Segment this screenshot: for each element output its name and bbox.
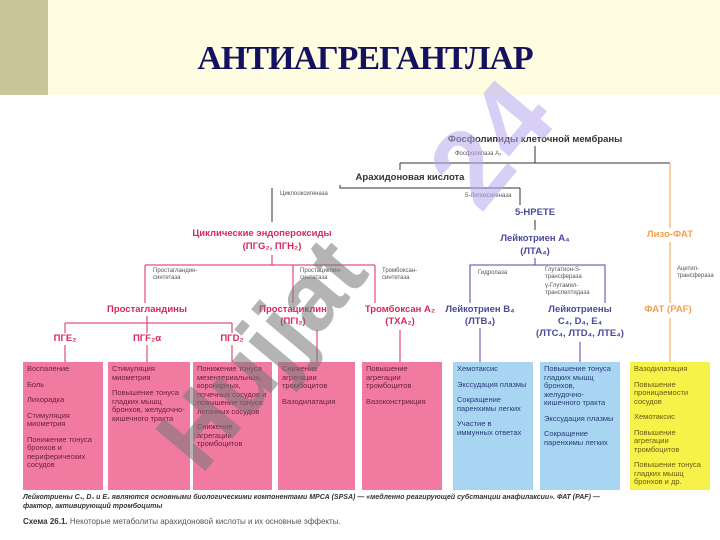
endoperoxides-sub: (ПГG₂, ПГH₂) bbox=[242, 241, 302, 252]
prostacyclin-node: Простациклин bbox=[259, 304, 327, 315]
effect-item: Снижение агрегации тромбоцитов bbox=[197, 422, 243, 448]
endoperoxides-node: Циклические эндопероксиды bbox=[192, 228, 332, 239]
effect-item: Экссудация плазмы bbox=[457, 379, 527, 389]
ltb4-sub: (ЛТВ₄) bbox=[464, 316, 496, 327]
glutamyl-label: γ-Глутамил-транспептидаза bbox=[545, 283, 590, 296]
ltc-sub1: C₄, D₄, E₄ bbox=[557, 316, 603, 327]
acetyltransferase-label: Ацетил-трансфераза bbox=[677, 266, 714, 279]
ltc-sub2: (ЛТС₄, ЛТD₄, ЛТЕ₄) bbox=[536, 328, 624, 339]
effect-item: Вазоконстрикция bbox=[366, 396, 426, 406]
effect-item: Повышение тонуса гладких мышц бронхов, ж… bbox=[544, 364, 611, 407]
effect-item: Стимуляция миометрия bbox=[27, 410, 70, 428]
effect-item: Повышение проницаемости сосудов bbox=[634, 379, 689, 406]
effect-item: Экссудация плазмы bbox=[544, 413, 614, 423]
effect-item: Боль bbox=[27, 379, 45, 389]
accent-block bbox=[0, 0, 48, 95]
pgf2a-node: ПГF₂α bbox=[132, 333, 162, 344]
effect-item: Понижение тонуса мезентериальных, корона… bbox=[197, 364, 267, 416]
ltc-node: Лейкотриены bbox=[548, 304, 612, 315]
hpete-node: 5-HPETE bbox=[514, 207, 556, 218]
effect-item: Хемотаксис bbox=[634, 412, 675, 421]
effect-item: Повышение агрегации тромбоцитов bbox=[634, 427, 680, 454]
pg-synthetase-label: Простагландин-синтетаза bbox=[153, 268, 198, 281]
ltb4-node: Лейкотриен B₄ bbox=[445, 304, 515, 315]
cyclooxygenase-label: Циклооксигеназа bbox=[280, 191, 328, 197]
effect-item: Сокращение паренхимы легких bbox=[457, 395, 521, 413]
glutathione-label: Глутатион-S-трансфераза bbox=[545, 267, 582, 280]
effects-box: Повышение тонуса гладких мышц бронхов, ж… bbox=[540, 362, 620, 490]
pgi-synthetase-label: Простациклин-синтетаза bbox=[300, 268, 342, 281]
effects-box: Понижение тонуса мезентериальных, корона… bbox=[193, 362, 272, 490]
thromboxane-sub: (TXA₂) bbox=[385, 316, 415, 327]
lyso-paf-node: Лизо-ФАТ bbox=[646, 229, 694, 240]
caption: Схема 26.1. Некоторые метаболиты арахидо… bbox=[23, 517, 341, 526]
effect-item: Повышение агрегации тромбоцитов bbox=[366, 364, 412, 390]
effect-item: Стимуляция миометрия bbox=[112, 364, 155, 382]
pge2-node: ПГE₂ bbox=[53, 333, 77, 344]
lipoxygenase-label: 5-Липоксигеназа bbox=[465, 193, 512, 199]
tx-synthetase-label: Тромбоксан-синтетаза bbox=[382, 268, 418, 281]
phospholipids-node: Фосфолипиды клеточной мембраны bbox=[447, 134, 623, 145]
arachidonic-acid-node: Арахидоновая кислота bbox=[355, 172, 465, 183]
caption-text: Некоторые метаболиты арахидоновой кислот… bbox=[69, 517, 341, 526]
effect-item: Сокращение паренхимы легких bbox=[544, 429, 608, 447]
footnote: Лейкотриены C₄, D₄ и E₄ являются основны… bbox=[23, 493, 600, 511]
effect-item: Участие в иммунных ответах bbox=[457, 419, 522, 437]
lta4-sub: (ЛТА₄) bbox=[520, 246, 550, 257]
effect-item: Вазодилатация bbox=[282, 396, 336, 406]
caption-label: Схема 26.1. bbox=[23, 517, 68, 526]
phospholipase-label: Фосфолипаза A₂ bbox=[455, 151, 502, 157]
slide-title: АНТИАГРЕГАНТЛАР bbox=[197, 40, 533, 77]
effect-item: Хемотаксис bbox=[457, 364, 498, 373]
effect-item: Воспаление bbox=[27, 364, 70, 373]
effect-item: Снижение агрегации тромбоцитов bbox=[282, 364, 328, 390]
footnote-line-2: фактор, активирующий тромбоциты bbox=[23, 503, 163, 510]
effect-item: Лихорадка bbox=[27, 395, 65, 404]
effect-item: Понижение тонуса бронхов и периферически… bbox=[27, 434, 92, 469]
effect-item: Повышение тонуса гладких мышц бронхов, ж… bbox=[112, 388, 185, 423]
lta4-node: Лейкотриен A₄ bbox=[500, 233, 570, 244]
prostaglandins-node: Простагландины bbox=[106, 304, 188, 315]
footnote-line-1: Лейкотриены C₄, D₄ и E₄ являются основны… bbox=[23, 494, 600, 501]
header-band bbox=[0, 0, 720, 95]
effect-item: Вазодилатация bbox=[634, 364, 688, 373]
pgd2-node: ПГD₂ bbox=[220, 333, 244, 344]
paf-node: ФАТ (PAF) bbox=[644, 304, 692, 315]
hydrolase-label: Гидролаза bbox=[478, 270, 508, 276]
thromboxane-node: Тромбоксан A₂ bbox=[364, 304, 436, 315]
prostacyclin-sub: (ПГI₂) bbox=[280, 316, 306, 327]
effect-item: Повышение тонуса гладких мышц бронхов и … bbox=[634, 460, 701, 486]
